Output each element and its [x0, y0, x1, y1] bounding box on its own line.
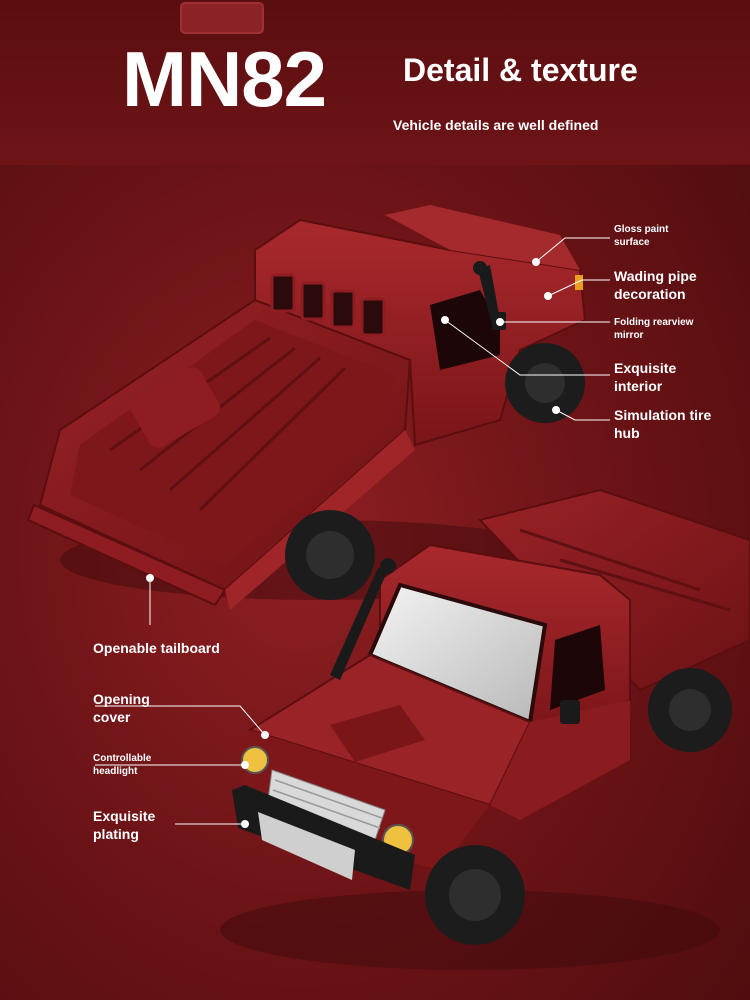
- callout-line: Simulation tire: [614, 407, 712, 423]
- model-name: MN82: [122, 35, 327, 123]
- truck-front-view: [220, 488, 750, 970]
- callout-line: Opening: [93, 691, 150, 707]
- callout-line: decoration: [614, 285, 686, 302]
- callout-line: Exquisite: [614, 360, 677, 376]
- callout-simulation-tire: Simulation tire hub: [614, 407, 711, 442]
- callout-line: plating: [93, 825, 139, 842]
- callout-exquisite-interior: Exquisite interior: [614, 360, 676, 395]
- callout-line: hub: [614, 424, 640, 441]
- page-subtitle: Vehicle details are well defined: [393, 117, 599, 133]
- callout-line: mirror: [614, 329, 644, 341]
- callout-headlight: Controllable headlight: [93, 753, 151, 778]
- callout-line: Controllable: [93, 753, 152, 764]
- callout-plating: Exquisite plating: [93, 808, 155, 843]
- callout-gloss-paint: Gloss paint surface: [614, 224, 668, 249]
- callout-dots: [146, 258, 560, 828]
- page-heading: Detail & texture: [403, 52, 638, 88]
- callout-opening-cover: Opening cover: [93, 691, 150, 726]
- callout-line: interior: [614, 377, 663, 394]
- callout-tailboard: Openable tailboard: [93, 640, 220, 656]
- callout-line: surface: [614, 236, 650, 248]
- callout-line: cover: [93, 708, 131, 725]
- callout-leader-lines: [95, 237, 610, 825]
- callout-line: Wading pipe: [614, 268, 697, 284]
- callout-line: Gloss paint: [614, 224, 669, 235]
- rear-view-wheels: [285, 343, 585, 600]
- callout-folding-mirror: Folding rearview mirror: [614, 317, 693, 342]
- callout-line: Folding rearview: [614, 317, 694, 328]
- callout-line: headlight: [93, 765, 138, 777]
- truck-rear-view: [26, 205, 587, 610]
- background-door-panel: [0, 0, 750, 165]
- background-door-handle: [180, 2, 264, 34]
- callout-line: Exquisite: [93, 808, 156, 824]
- front-view-wheels: [425, 668, 732, 945]
- callout-wading-pipe: Wading pipe decoration: [614, 268, 697, 303]
